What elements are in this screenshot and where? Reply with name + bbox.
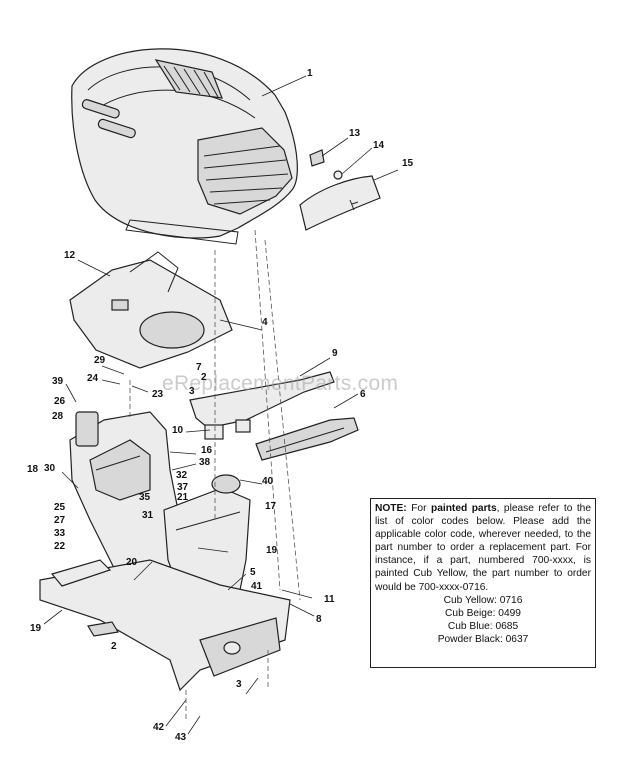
dash-tray-part [69,251,233,369]
note-emphasis: painted parts [430,503,497,514]
callout-label: 7 [196,362,202,373]
color-code-item: Cub Blue: 0685 [447,620,519,632]
callout-label: 29 [94,355,106,366]
callout-label: 27 [54,515,66,526]
callout-label: 43 [175,732,187,743]
callout-label: 22 [54,541,66,552]
callout-label: 6 [360,389,366,400]
callout-label: 38 [199,457,211,468]
note-text-1: For [411,503,427,514]
callout-label: 42 [153,722,165,733]
callout-label: 40 [262,476,274,487]
callout-label: 31 [142,510,154,521]
callout-label: 33 [54,528,66,539]
callout-label: 12 [64,250,76,261]
callout-label: 1 [307,68,313,79]
color-code-item: Cub Yellow: 0716 [443,594,523,606]
note-text-2: , please refer to the list of color code… [375,503,592,593]
callout-label: 20 [126,557,138,568]
callout-label: 2 [111,641,117,652]
callout-label: 14 [373,140,385,151]
callout-label: 3 [189,386,195,397]
callout-label: 18 [27,464,39,475]
watermark: eReplacementParts.com [162,372,399,395]
callout-label: 25 [54,502,66,513]
callout-label: 28 [52,411,64,422]
callout-label: 19 [30,623,42,634]
callout-label: 11 [324,594,335,605]
callout-label: 41 [251,581,263,592]
callout-label: 30 [44,463,56,474]
badge-parts [299,149,381,231]
callout-label: 32 [176,470,188,481]
note-body: NOTE: For painted parts, please refer to… [375,502,591,594]
note-label: NOTE: [375,503,407,514]
note-box: NOTE: For painted parts, please refer to… [370,498,596,668]
frame-part [39,559,291,692]
bracket-parts [189,371,359,461]
callout-label: 5 [250,567,256,578]
callout-label: 13 [349,128,361,139]
callout-label: 9 [332,348,338,359]
callout-label: 23 [152,389,164,400]
color-code-list: Cub Yellow: 0716 Cub Beige: 0499 Cub Blu… [375,594,591,646]
guide-lines [129,229,301,720]
callout-label: 19 [266,545,278,556]
callout-label: 26 [54,396,66,407]
color-code-item: Cub Beige: 0499 [445,607,521,619]
callout-label: 8 [316,614,322,625]
callout-label: 2 [201,372,207,383]
leader-lines [43,75,399,735]
hood-part [71,48,298,245]
callout-label: 17 [265,501,277,512]
dash-frame-part [69,411,197,613]
callout-label: 35 [139,492,151,503]
callout-label: 15 [402,158,414,169]
color-code-item: Powder Black: 0637 [437,633,529,645]
callout-label: 10 [172,425,184,436]
callout-label: 3 [236,679,242,690]
callout-label: 4 [262,317,268,328]
callout-label: 37 [177,482,189,493]
callout-label: 21 [177,492,189,503]
callout-label: 39 [52,376,64,387]
callout-label: 24 [87,373,99,384]
callout-label: 16 [201,445,213,456]
